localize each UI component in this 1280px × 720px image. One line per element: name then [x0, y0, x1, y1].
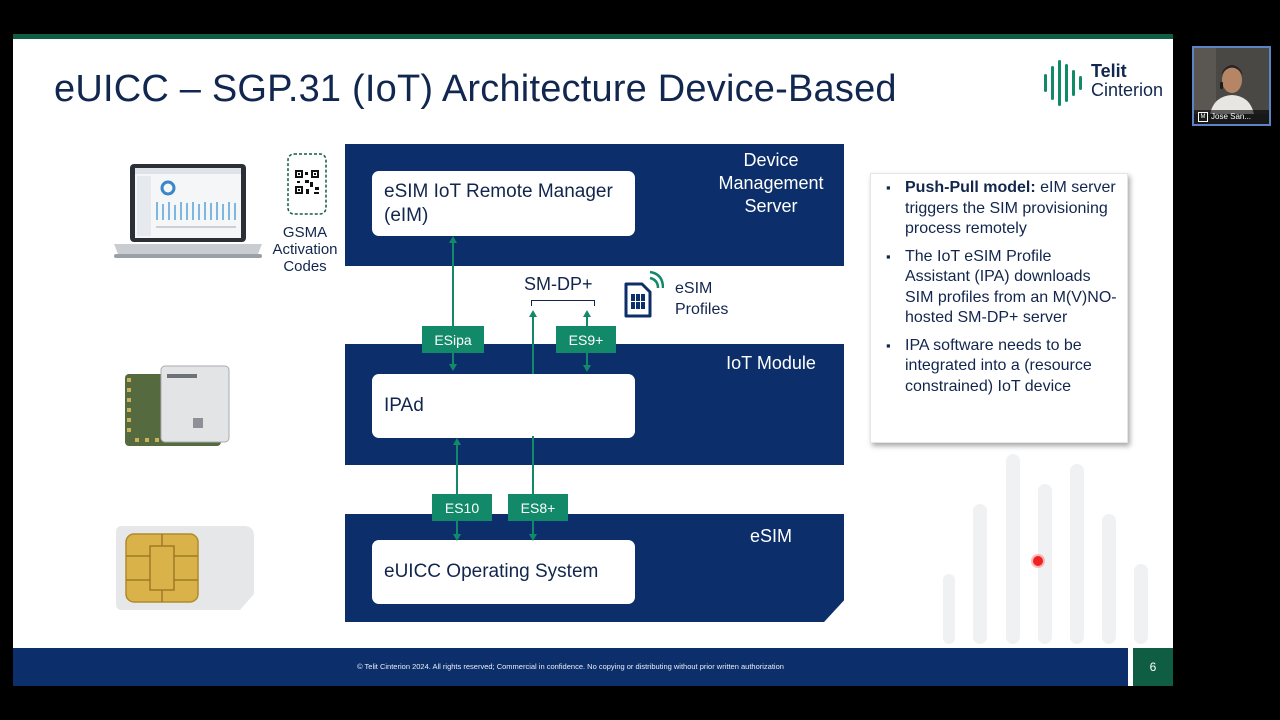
sim-card-icon: [116, 526, 254, 610]
iot-module-label: IoT Module: [726, 353, 816, 373]
smdp-left-line: [532, 316, 534, 374]
notes-panel: Push-Pull model: eIM server triggers the…: [870, 173, 1128, 443]
esim-label: eSIM: [749, 526, 792, 546]
logo-line1: Telit: [1091, 61, 1127, 81]
slide-footer: © Telit Cinterion 2024. All rights reser…: [13, 648, 1128, 686]
decorative-bars: [943, 454, 1148, 644]
eim-box: eSIM IoT Remote Manager (eIM): [372, 171, 635, 236]
note-push-pull-text: eIM server triggers the SIM provisioning…: [905, 179, 1116, 237]
participant-name-text: Jose San...: [1211, 112, 1252, 121]
dms-box: Device Management Server eSIM IoT Remote…: [345, 144, 844, 266]
es10-tag: ES10: [432, 494, 492, 521]
iot-module-box: IoT Module IPAd: [345, 344, 844, 465]
logo-mark-icon: [1044, 60, 1082, 106]
esim-box: eSIM eUICC Operating System: [345, 514, 844, 622]
smdp-label: SM-DP+: [524, 274, 593, 294]
dms-label: Device Management Server: [718, 150, 824, 216]
note-push-pull: Push-Pull model: eIM server triggers the…: [883, 178, 1117, 240]
footer-text: © Telit Cinterion 2024. All rights reser…: [357, 662, 784, 671]
company-logo: Telit Cinterion: [1041, 60, 1166, 106]
iot-module-icon: [125, 365, 230, 446]
es10-line: [456, 442, 458, 538]
es8-line: [532, 436, 534, 538]
esipa-line: [452, 241, 454, 365]
mic-icon: M: [1198, 111, 1208, 122]
es9-tag: ES9+: [556, 326, 616, 353]
slide: eUICC – SGP.31 (IoT) Architecture Device…: [13, 34, 1173, 686]
participant-avatar: [1194, 48, 1269, 114]
activation-codes-label: GSMA Activation Codes: [272, 224, 338, 275]
note-push-pull-bold: Push-Pull model:: [905, 179, 1036, 196]
logo-line2: Cinterion: [1091, 80, 1164, 100]
qr-code-icon: [287, 153, 327, 215]
euicc-os-box: eUICC Operating System: [372, 540, 635, 604]
smdp-bracket: [531, 300, 595, 306]
laser-pointer: [1033, 556, 1043, 566]
slide-title: eUICC – SGP.31 (IoT) Architecture Device…: [54, 68, 897, 110]
slide-top-bar: [13, 34, 1173, 39]
es8-tag: ES8+: [508, 494, 568, 521]
laptop-icon: [114, 164, 262, 258]
note-ipa-download: The IoT eSIM Profile Assistant (IPA) dow…: [883, 247, 1117, 329]
esipa-tag: ESipa: [422, 326, 484, 353]
esim-profile-icon: [624, 270, 664, 318]
ipad-box: IPAd: [372, 374, 635, 438]
note-ipa-integration: IPA software needs to be integrated into…: [883, 336, 1117, 398]
page-number: 6: [1133, 648, 1173, 686]
esim-profiles-label: eSIM Profiles: [675, 280, 729, 318]
